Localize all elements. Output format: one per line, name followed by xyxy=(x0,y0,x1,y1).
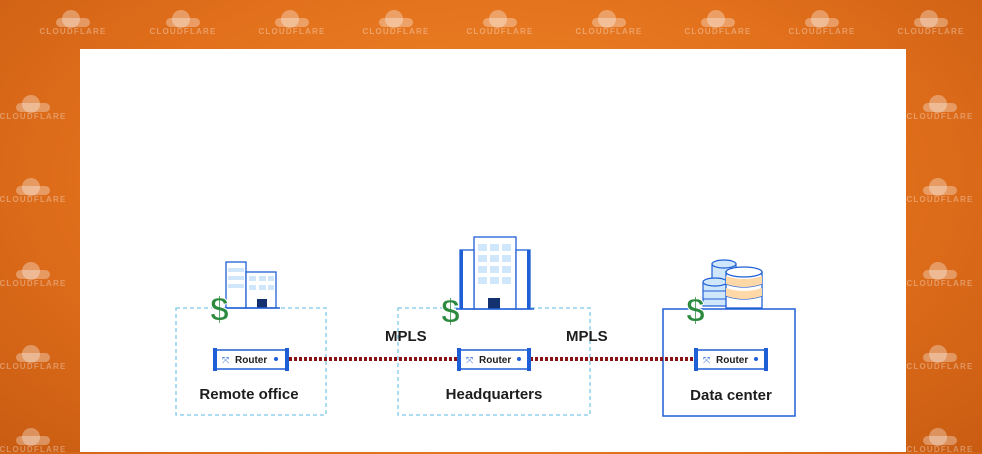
router-dc-label: Router xyxy=(716,355,748,366)
router-remote: ⤧ Router xyxy=(213,348,289,371)
router-x-icon: ⤧ xyxy=(466,355,473,366)
router-x-icon: ⤧ xyxy=(703,355,710,366)
headquarters-box xyxy=(397,307,591,416)
router-hq-label: Router xyxy=(479,355,511,366)
dollar-icon: $ xyxy=(686,292,705,330)
data-center-box xyxy=(662,308,796,417)
remote-office-box xyxy=(175,307,327,416)
remote-office-label: Remote office xyxy=(199,386,298,403)
router-led-icon xyxy=(754,357,758,361)
router-led-icon xyxy=(274,357,278,361)
data-center-label: Data center xyxy=(690,387,772,404)
dollar-icon: $ xyxy=(210,291,229,329)
router-remote-label: Router xyxy=(235,355,267,366)
mpls-label-2: MPLS xyxy=(566,328,608,345)
router-dc: ⤧ Router xyxy=(694,348,768,371)
office-building-icon xyxy=(222,261,280,309)
dollar-icon: $ xyxy=(441,293,460,331)
router-led-icon xyxy=(517,357,521,361)
mpls-label-1: MPLS xyxy=(385,328,427,345)
headquarters-label: Headquarters xyxy=(446,386,543,403)
headquarters-building-icon xyxy=(456,236,534,310)
database-icon xyxy=(702,259,763,309)
router-x-icon: ⤧ xyxy=(222,355,229,366)
router-hq: ⤧ Router xyxy=(457,348,531,371)
